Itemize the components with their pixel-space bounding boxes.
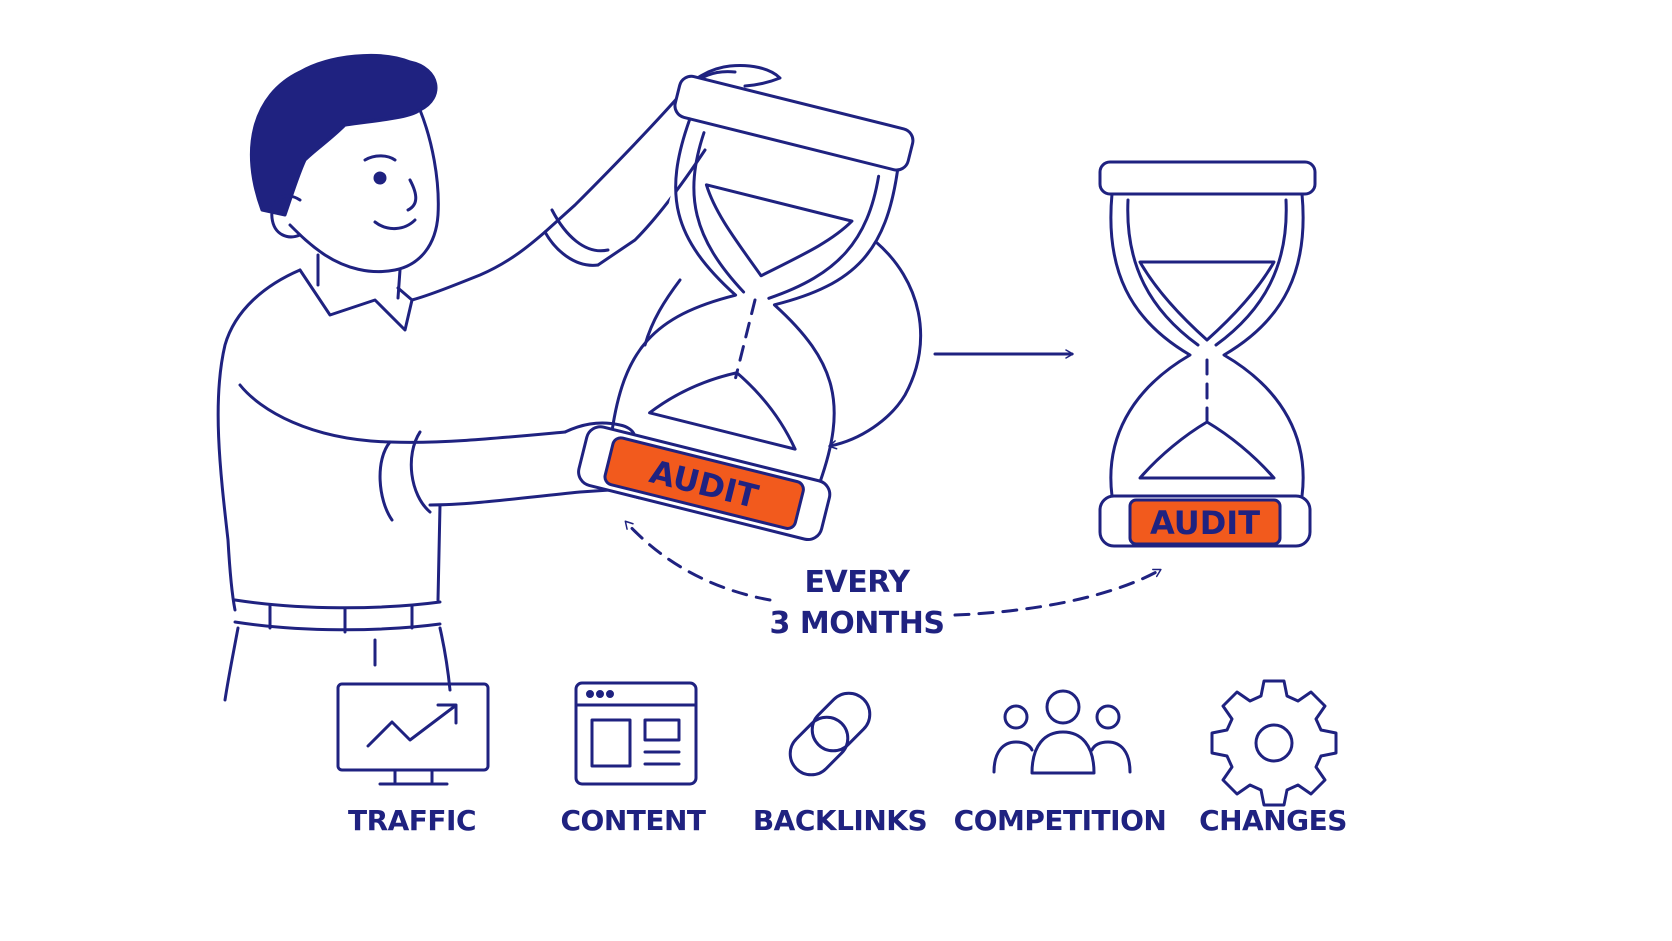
interval-label-line2: 3 MONTHS xyxy=(770,606,945,641)
person-raised-arm xyxy=(543,70,737,234)
motion-arc-left xyxy=(643,278,682,347)
factor-label-content: CONTENT xyxy=(560,804,705,837)
person-belt xyxy=(233,598,442,610)
hourglass-tilted-bottom-sand xyxy=(648,371,797,451)
hourglass-upright-audit-label: AUDIT xyxy=(1150,504,1260,542)
factor-label-competition: COMPETITION xyxy=(954,804,1167,837)
person-lower-arm xyxy=(238,383,567,444)
factor-label-backlinks: BACKLINKS xyxy=(753,804,927,837)
hourglass-upright-bottom-sand xyxy=(1138,420,1276,480)
rotation-arrow xyxy=(828,240,923,450)
person-eye xyxy=(373,171,387,185)
person-smile xyxy=(373,218,417,230)
chain-link-icon xyxy=(788,691,872,777)
hourglass-tilted xyxy=(577,74,915,542)
person-hair xyxy=(250,53,438,217)
factor-label-traffic: TRAFFIC xyxy=(348,804,476,837)
interval-label-line1: EVERY xyxy=(805,565,912,600)
hourglass-upright-top-plate xyxy=(1098,160,1317,196)
person-collar xyxy=(298,268,414,332)
cycle-dashed-arrow xyxy=(953,568,1162,617)
hourglass-upright-top-sand xyxy=(1138,260,1276,342)
person-torso xyxy=(216,268,302,612)
gear-icon xyxy=(1210,679,1338,807)
cycle-dashed-arrow-back xyxy=(624,520,772,602)
hourglass-tilted-glass xyxy=(610,117,900,485)
person-face xyxy=(288,108,440,274)
hourglass-upright-audit-badge xyxy=(1128,498,1282,546)
hourglass-tilted-audit-badge xyxy=(603,436,805,530)
monitor-chart-icon xyxy=(336,682,490,786)
people-group-icon xyxy=(992,689,1132,775)
hourglass-tilted-top-plate xyxy=(673,74,915,172)
hourglass-upright xyxy=(1098,160,1317,548)
person-top-hand xyxy=(678,64,782,97)
person-illustration xyxy=(216,53,782,702)
hourglass-tilted-top-sand xyxy=(704,183,854,278)
browser-window-icon xyxy=(574,681,698,786)
person-ear xyxy=(270,194,302,239)
hourglass-upright-glass xyxy=(1109,192,1305,498)
factor-label-changes: CHANGES xyxy=(1199,804,1347,837)
